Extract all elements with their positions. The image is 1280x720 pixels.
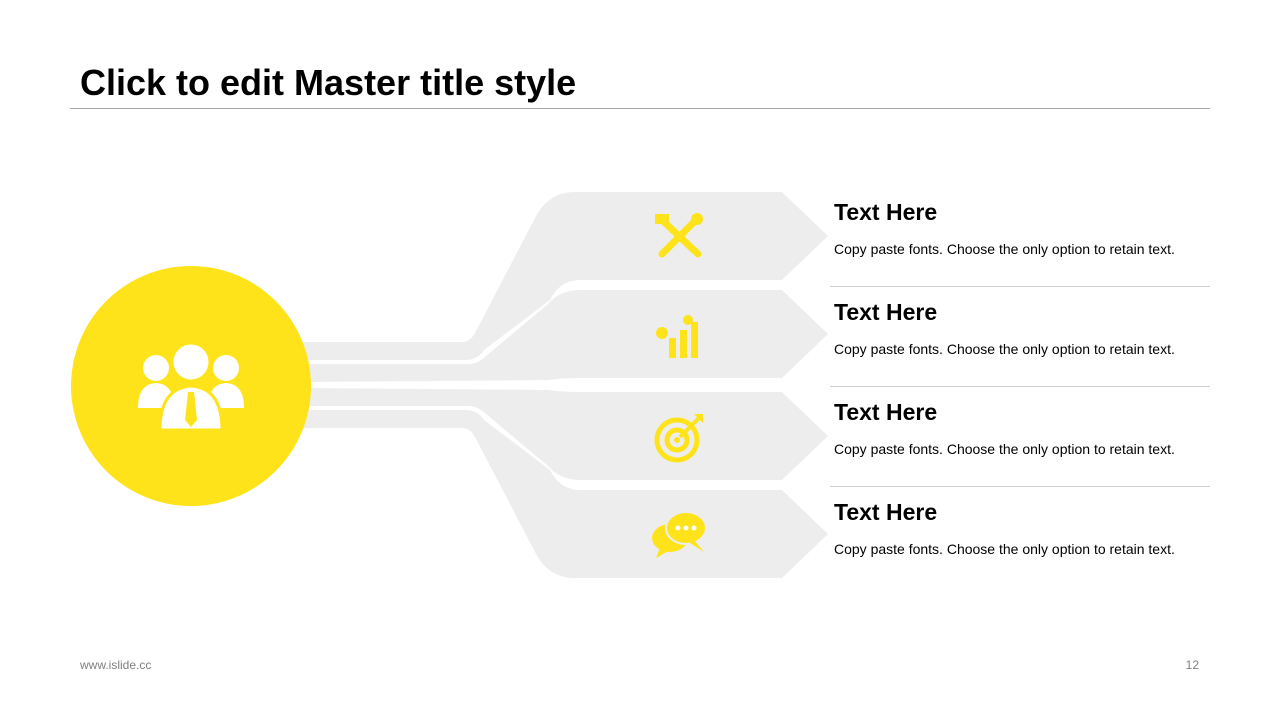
item-divider: [830, 386, 1210, 387]
item-divider: [830, 286, 1210, 287]
list-item: Text Here Copy paste fonts. Choose the o…: [834, 398, 1210, 458]
tools-icon: [655, 213, 703, 258]
target-icon: [654, 414, 703, 463]
item-text: Copy paste fonts. Choose the only option…: [834, 441, 1175, 457]
item-title: Text Here: [834, 199, 938, 225]
chat-bubbles-icon: [652, 511, 707, 558]
branch-arrow-1: [300, 192, 828, 360]
item-title: Text Here: [834, 399, 938, 425]
growth-chart-icon: [656, 315, 698, 358]
item-text: Copy paste fonts. Choose the only option…: [834, 341, 1175, 357]
item-title: Text Here: [834, 499, 938, 525]
item-text: Copy paste fonts. Choose the only option…: [834, 241, 1175, 257]
team-people-icon: [138, 341, 244, 432]
title-divider: [70, 108, 1210, 109]
list-item: Text Here Copy paste fonts. Choose the o…: [834, 298, 1210, 358]
slide-title: Click to edit Master title style: [80, 62, 577, 103]
branch-arrow-3: [300, 388, 828, 480]
page-number: 12: [1185, 658, 1199, 672]
item-text: Copy paste fonts. Choose the only option…: [834, 541, 1175, 557]
item-divider: [830, 486, 1210, 487]
list-item: Text Here Copy paste fonts. Choose the o…: [834, 498, 1210, 558]
branch-arrow-2: [300, 290, 828, 382]
footer-url: www.islide.cc: [80, 658, 152, 672]
item-title: Text Here: [834, 299, 938, 325]
list-item: Text Here Copy paste fonts. Choose the o…: [834, 198, 1210, 258]
